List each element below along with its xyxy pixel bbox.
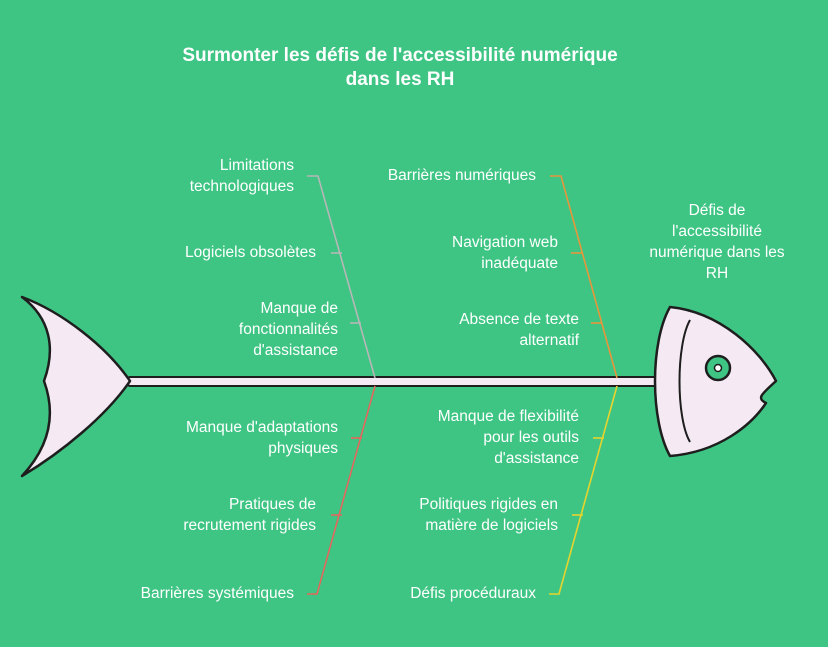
category-label-numeriques: Barrières numériques [387, 167, 536, 184]
cause-pratiques-recrutement: Pratiques de recrutement rigides [183, 496, 316, 534]
cause-logiciels-obsoletes: Logiciels obsolètes [185, 244, 316, 261]
fish-gill [678, 319, 691, 443]
cause-politiques-rigides: Politiques rigides en matière de logicie… [419, 496, 558, 534]
effect-label: Défis de l'accessibilité numérique dans … [649, 202, 785, 282]
category-label-technologiques: Limitations technologiques [189, 157, 294, 195]
cause-navigation-web: Navigation web inadéquate [452, 234, 558, 272]
fish-head [653, 305, 778, 458]
bone-numeriques [550, 175, 618, 379]
category-label-proceduraux: Défis procéduraux [410, 585, 536, 602]
title-line-1: Surmonter les défis de l'accessibilité n… [182, 45, 618, 66]
cause-manque-adaptations: Manque d'adaptations physiques [185, 419, 338, 457]
fish-tail [20, 295, 132, 478]
bone-proceduraux [549, 385, 618, 595]
category-label-systemiques: Barrières systémiques [140, 585, 294, 602]
title-line-2: dans les RH [345, 69, 455, 90]
cause-manque-fonctionnalites: Manque de fonctionnalités d'assistance [238, 300, 338, 359]
page-title: Surmonter les défis de l'accessibilité n… [0, 44, 800, 92]
cause-manque-flexibilite: Manque de flexibilité pour les outils d'… [437, 408, 579, 467]
fish-pupil [713, 363, 723, 373]
bone-technologiques [307, 175, 376, 379]
fish-spine [127, 376, 664, 387]
cause-absence-texte: Absence de texte alternatif [459, 311, 579, 349]
bone-systemiques [307, 385, 376, 595]
